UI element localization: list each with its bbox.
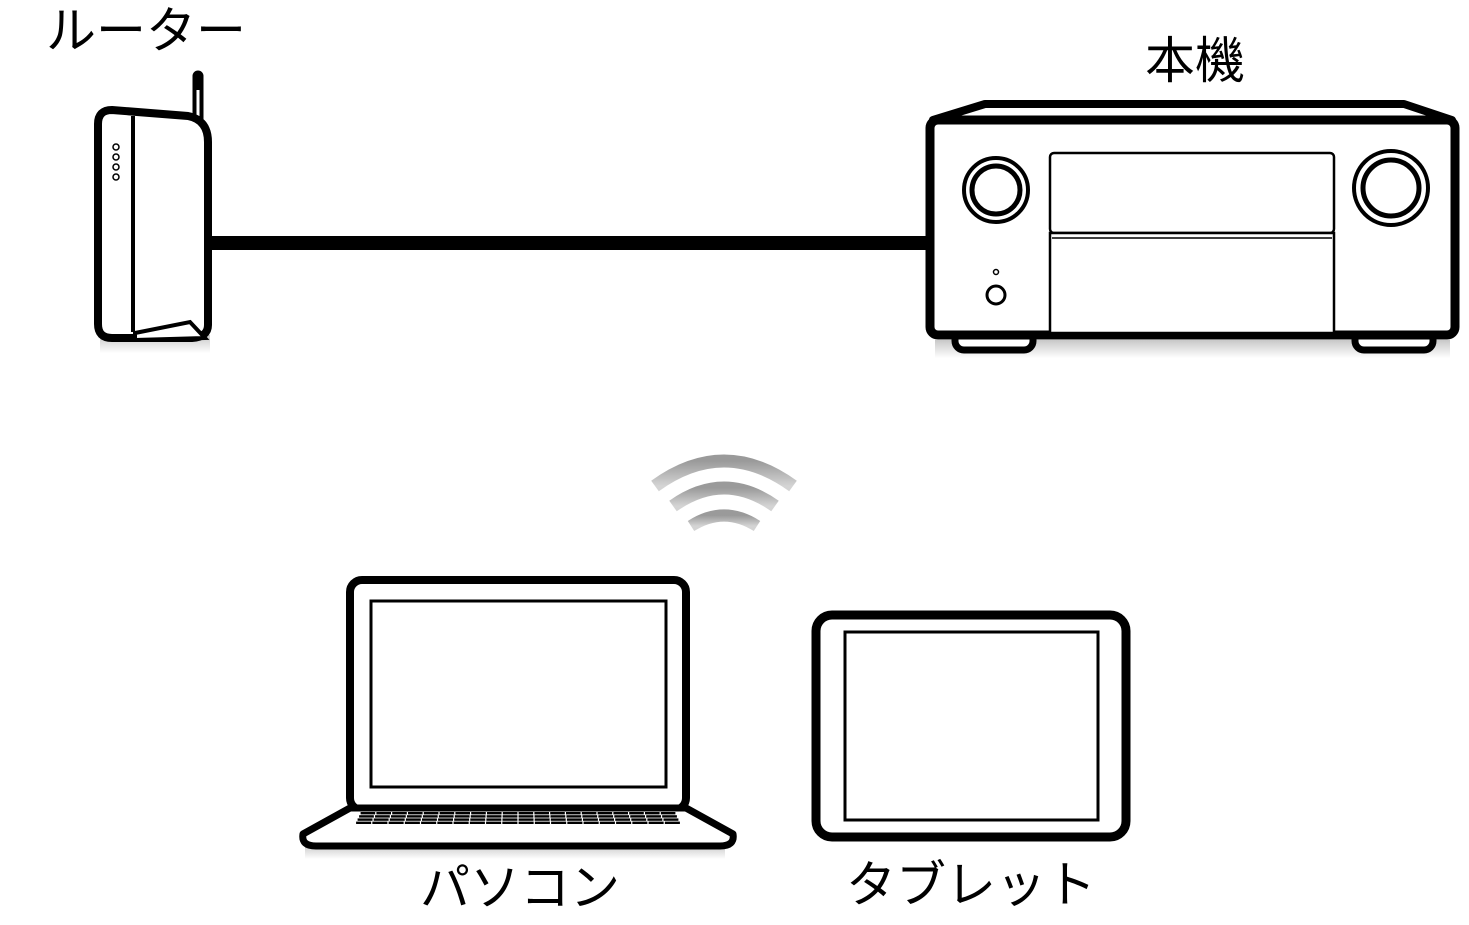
- keyboard-key: [471, 812, 486, 815]
- keyboard-key: [660, 812, 676, 815]
- keyboard-key: [423, 812, 439, 815]
- keyboard-key: [599, 818, 614, 821]
- keyboard-key: [389, 818, 405, 821]
- keyboard-key: [360, 812, 376, 815]
- keyboard-key: [551, 821, 567, 824]
- keyboard-key: [614, 815, 630, 818]
- keyboard-key: [566, 812, 581, 815]
- keyboard-key: [373, 818, 389, 821]
- keyboard-key: [631, 818, 647, 821]
- keyboard-key: [632, 821, 648, 824]
- keyboard-key: [455, 812, 470, 815]
- keyboard-key: [454, 818, 470, 821]
- keyboard-key: [408, 812, 423, 815]
- wifi-router-icon: [94, 70, 212, 353]
- keyboard-key: [404, 821, 420, 824]
- keyboard-key: [663, 818, 679, 821]
- keyboard-key: [583, 821, 599, 824]
- keyboard-key: [376, 812, 391, 815]
- keyboard-key: [550, 812, 565, 815]
- keyboard-key: [566, 818, 582, 821]
- keyboard-key: [662, 815, 677, 818]
- keyboard-key: [502, 818, 518, 821]
- keyboard-key: [502, 815, 518, 818]
- keyboard-key: [648, 821, 664, 824]
- keyboard-key: [629, 812, 644, 815]
- keyboard-key: [469, 821, 485, 824]
- keyboard-key: [422, 818, 437, 821]
- keyboard-key: [597, 812, 613, 815]
- keyboard-key: [392, 812, 407, 815]
- keyboard-key: [630, 815, 645, 818]
- keyboard-key: [581, 812, 597, 815]
- keyboard-key: [438, 818, 453, 821]
- tablet-icon: [811, 610, 1131, 842]
- keyboard-key: [357, 818, 373, 821]
- keyboard-key: [439, 812, 455, 815]
- keyboard-key: [646, 815, 661, 818]
- keyboard-key: [598, 815, 614, 818]
- keyboard-key: [550, 815, 566, 818]
- keyboard-key: [375, 815, 390, 818]
- keyboard-key: [645, 812, 660, 815]
- keyboard-key: [405, 818, 421, 821]
- keyboard-key: [356, 821, 372, 824]
- pc-label: パソコン: [420, 859, 620, 917]
- keyboard-key: [486, 815, 502, 818]
- keyboard-key: [518, 812, 534, 815]
- keyboard-key: [502, 812, 518, 815]
- laptop-icon: [299, 576, 737, 859]
- keyboard-key: [406, 815, 422, 818]
- keyboard-key: [359, 815, 374, 818]
- keyboard-key: [534, 812, 549, 815]
- keyboard-key: [599, 821, 615, 824]
- keyboard-key: [454, 815, 470, 818]
- keyboard-key: [615, 818, 631, 821]
- keyboard-key: [391, 815, 406, 818]
- receiver-label: 本機: [1145, 32, 1245, 90]
- keyboard-key: [616, 821, 632, 824]
- keyboard-key: [487, 812, 502, 815]
- keyboard-key: [486, 821, 502, 824]
- av-receiver-icon: [925, 100, 1460, 358]
- keyboard-key: [566, 815, 582, 818]
- keyboard-key: [534, 821, 550, 824]
- keyboard-key: [438, 815, 454, 818]
- keyboard-key: [518, 815, 534, 818]
- keyboard-key: [437, 821, 453, 824]
- keyboard-key: [582, 815, 598, 818]
- keyboard-key: [567, 821, 583, 824]
- keyboard-key: [502, 821, 518, 824]
- keyboard-key: [518, 821, 534, 824]
- keyboard-key: [613, 812, 628, 815]
- keyboard-key: [470, 815, 486, 818]
- keyboard-key: [550, 818, 566, 821]
- keyboard-key: [388, 821, 404, 824]
- keyboard-key: [372, 821, 388, 824]
- router-label: ルーター: [46, 2, 246, 60]
- tablet-label: タブレット: [846, 856, 1096, 914]
- keyboard-key: [583, 818, 598, 821]
- keyboard-key: [647, 818, 663, 821]
- keyboard-key: [664, 821, 680, 824]
- keyboard-key: [470, 818, 486, 821]
- keyboard-key: [534, 815, 550, 818]
- keyboard-key: [534, 818, 550, 821]
- wifi-signal-icon: [651, 454, 797, 532]
- keyboard-key: [422, 815, 438, 818]
- keyboard-key: [453, 821, 469, 824]
- laptop-keyboard: [356, 812, 680, 824]
- keyboard-key: [421, 821, 437, 824]
- keyboard-key: [518, 818, 534, 821]
- keyboard-key: [486, 818, 502, 821]
